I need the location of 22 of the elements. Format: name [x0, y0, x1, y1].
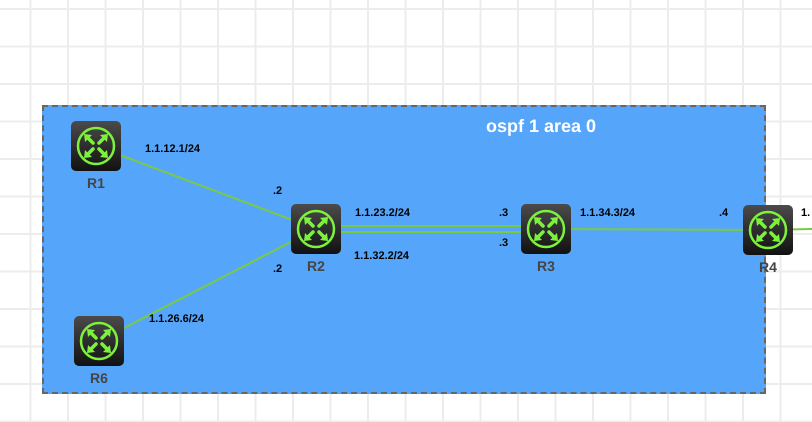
interface-address: 1.1.23.2/24	[355, 207, 410, 219]
network-link	[341, 225, 521, 227]
interface-address: 1.1.26.6/24	[149, 313, 204, 325]
network-link	[341, 231, 521, 233]
interface-address: .2	[273, 263, 282, 275]
interface-address: 1.	[801, 207, 810, 219]
router-label: R2	[306, 258, 326, 274]
interface-address: .3	[499, 207, 508, 219]
interface-address: .4	[719, 207, 728, 219]
router-label: R1	[86, 175, 106, 191]
interface-address: 1.1.34.3/24	[580, 207, 636, 219]
network-link	[124, 241, 292, 329]
router-label: R3	[536, 258, 556, 274]
interface-address: 1.1.32.2/24	[354, 250, 410, 262]
area-title: ospf 1 area 0	[486, 116, 596, 137]
interface-address: .3	[499, 237, 508, 249]
router-label: R6	[89, 370, 109, 386]
interface-address: 1.1.12.1/24	[145, 143, 200, 155]
network-link	[120, 154, 292, 220]
network-link	[792, 228, 812, 230]
interface-address: .2	[273, 185, 282, 197]
network-link	[571, 228, 743, 231]
